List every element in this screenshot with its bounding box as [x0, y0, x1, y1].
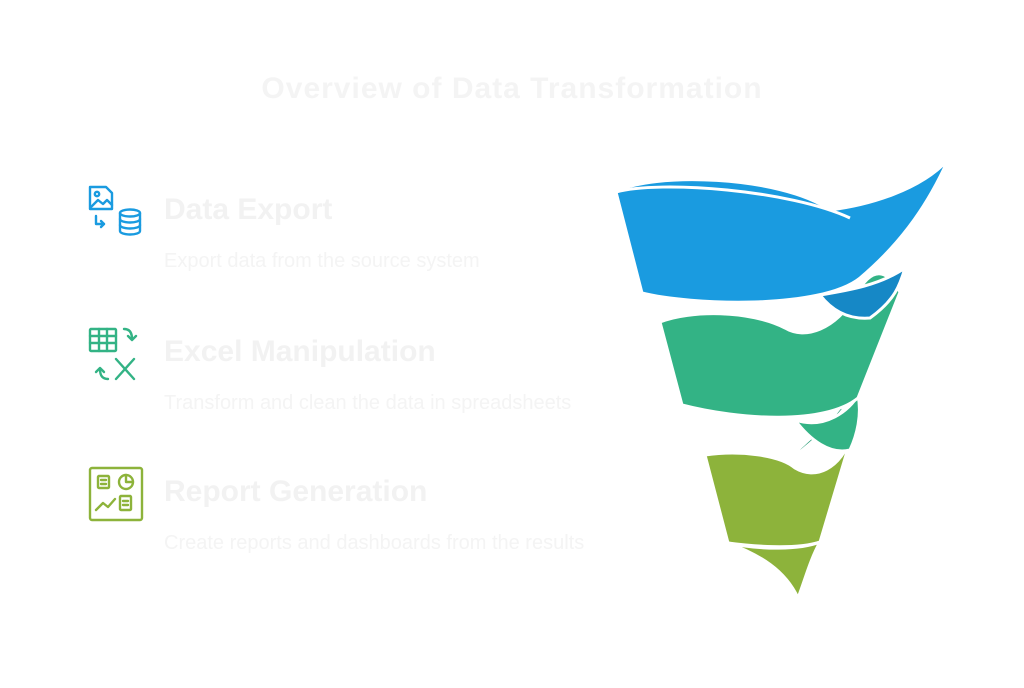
stage-heading: Excel Manipulation: [164, 335, 436, 368]
dashboard-icon: [86, 465, 146, 525]
page-title: Overview of Data Transformation: [261, 72, 763, 105]
stage-heading: Data Export: [164, 193, 333, 226]
stage-description: Export data from the source system: [164, 250, 480, 272]
image-to-database-icon: [86, 183, 146, 243]
funnel-band-olive: [703, 433, 854, 549]
stage-excel-manipulation: Excel Manipulation Transform and clean t…: [86, 325, 606, 425]
stage-description: Transform and clean the data in spreadsh…: [164, 392, 572, 414]
funnel-graphic: [600, 150, 960, 610]
funnel-band-blue: [614, 158, 950, 304]
stage-report-generation: Report Generation Create reports and das…: [86, 465, 606, 565]
stage-data-export: Data Export Export data from the source …: [86, 183, 606, 283]
stage-description: Create reports and dashboards from the r…: [164, 532, 585, 554]
spreadsheet-convert-icon: [86, 325, 146, 385]
funnel-band-green-lower: [793, 393, 861, 453]
funnel-tip: [726, 540, 822, 600]
funnel-rim: [615, 185, 851, 220]
stage-heading: Report Generation: [164, 475, 428, 508]
funnel-band-blue-tail: [818, 266, 907, 320]
